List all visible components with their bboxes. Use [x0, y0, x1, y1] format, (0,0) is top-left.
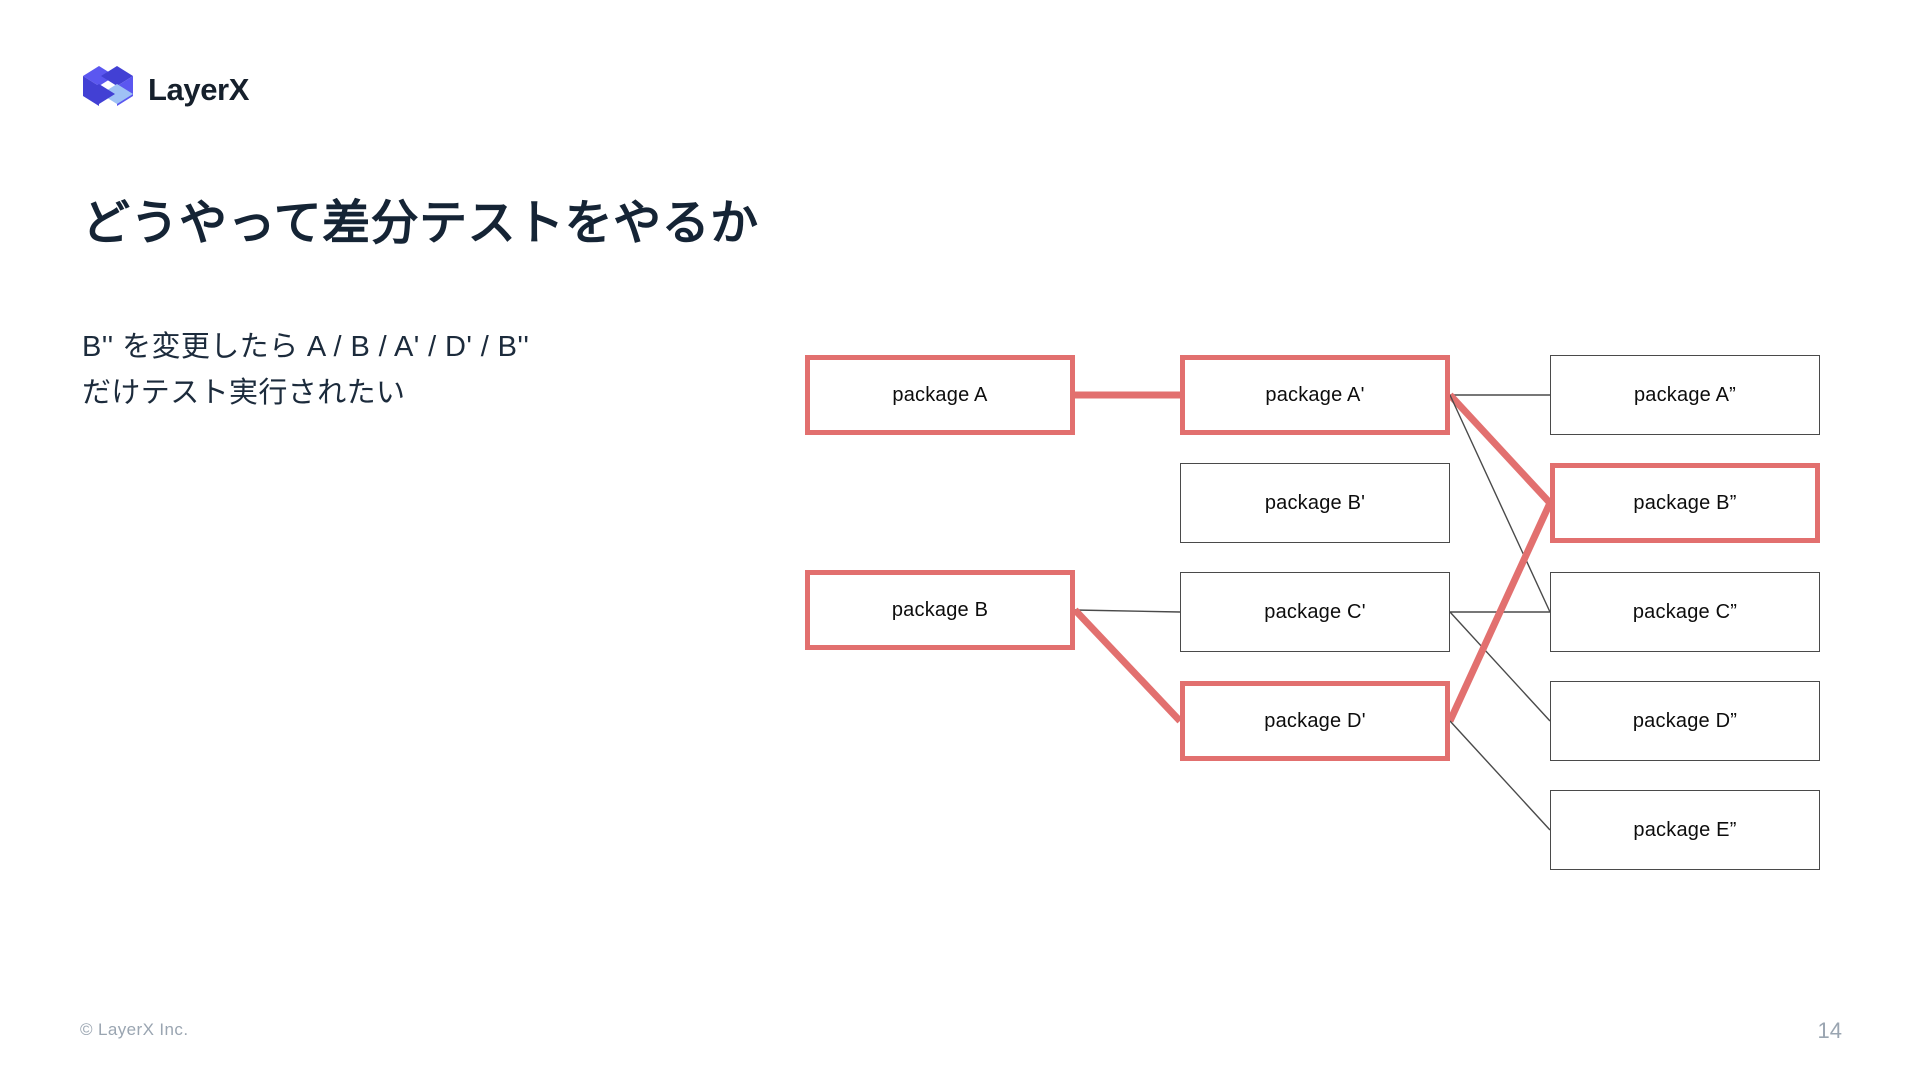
package-node-D1[interactable]: package D' — [1180, 681, 1450, 761]
diagram-edge-D1-to-B2 — [1446, 501, 1554, 723]
package-node-label: package E” — [1633, 818, 1737, 841]
package-node-B2[interactable]: package B” — [1550, 463, 1820, 543]
package-node-label: package D' — [1264, 709, 1366, 732]
diagram-edge-A1-to-C2 — [1449, 394, 1551, 613]
subtitle-line-2: だけテスト実行されたい — [82, 376, 406, 409]
package-node-label: package C' — [1264, 600, 1366, 623]
brand-wordmark: LayerX — [148, 71, 249, 107]
brand-logo: LayerX — [82, 65, 249, 113]
diagram-edge-C1-to-D2 — [1449, 611, 1551, 722]
page-number: 14 — [1817, 1018, 1842, 1043]
package-node-label: package B” — [1633, 491, 1737, 514]
package-node-label: package A — [892, 383, 988, 406]
package-node-label: package C” — [1632, 600, 1738, 623]
page-title: どうやって差分テストをやるか — [82, 197, 759, 250]
diagram-edge-A1-to-B2 — [1447, 392, 1553, 506]
package-node-label: package A” — [1633, 383, 1737, 406]
diagram-edge-B-to-C1 — [1074, 609, 1181, 613]
package-node-B[interactable]: package B — [805, 570, 1075, 650]
diagram-edge-B-to-D1 — [1072, 607, 1183, 724]
package-node-E2[interactable]: package E” — [1550, 790, 1820, 870]
package-node-label: package B' — [1264, 491, 1366, 514]
package-node-D2[interactable]: package D” — [1550, 681, 1820, 761]
subtitle-line-1: B'' を変更したら A / B / A' / D' / B'' — [82, 331, 530, 363]
subtitle-block: B'' を変更したら A / B / A' / D' / B'' だけテスト実行… — [82, 325, 529, 417]
package-node-C1[interactable]: package C' — [1180, 572, 1450, 652]
package-node-A1[interactable]: package A' — [1180, 355, 1450, 435]
package-node-label: package B — [891, 598, 989, 621]
package-node-C2[interactable]: package C” — [1550, 572, 1820, 652]
copyright-notice: © LayerX Inc. — [80, 1020, 189, 1039]
package-node-A[interactable]: package A — [805, 355, 1075, 435]
diagram-edge-D1-to-E2 — [1449, 720, 1551, 831]
package-node-B1[interactable]: package B' — [1180, 463, 1450, 543]
layerx-x-mark-icon — [83, 66, 133, 106]
package-node-label: package D” — [1632, 709, 1738, 732]
package-node-label: package A' — [1265, 383, 1365, 406]
package-node-A2[interactable]: package A” — [1550, 355, 1820, 435]
